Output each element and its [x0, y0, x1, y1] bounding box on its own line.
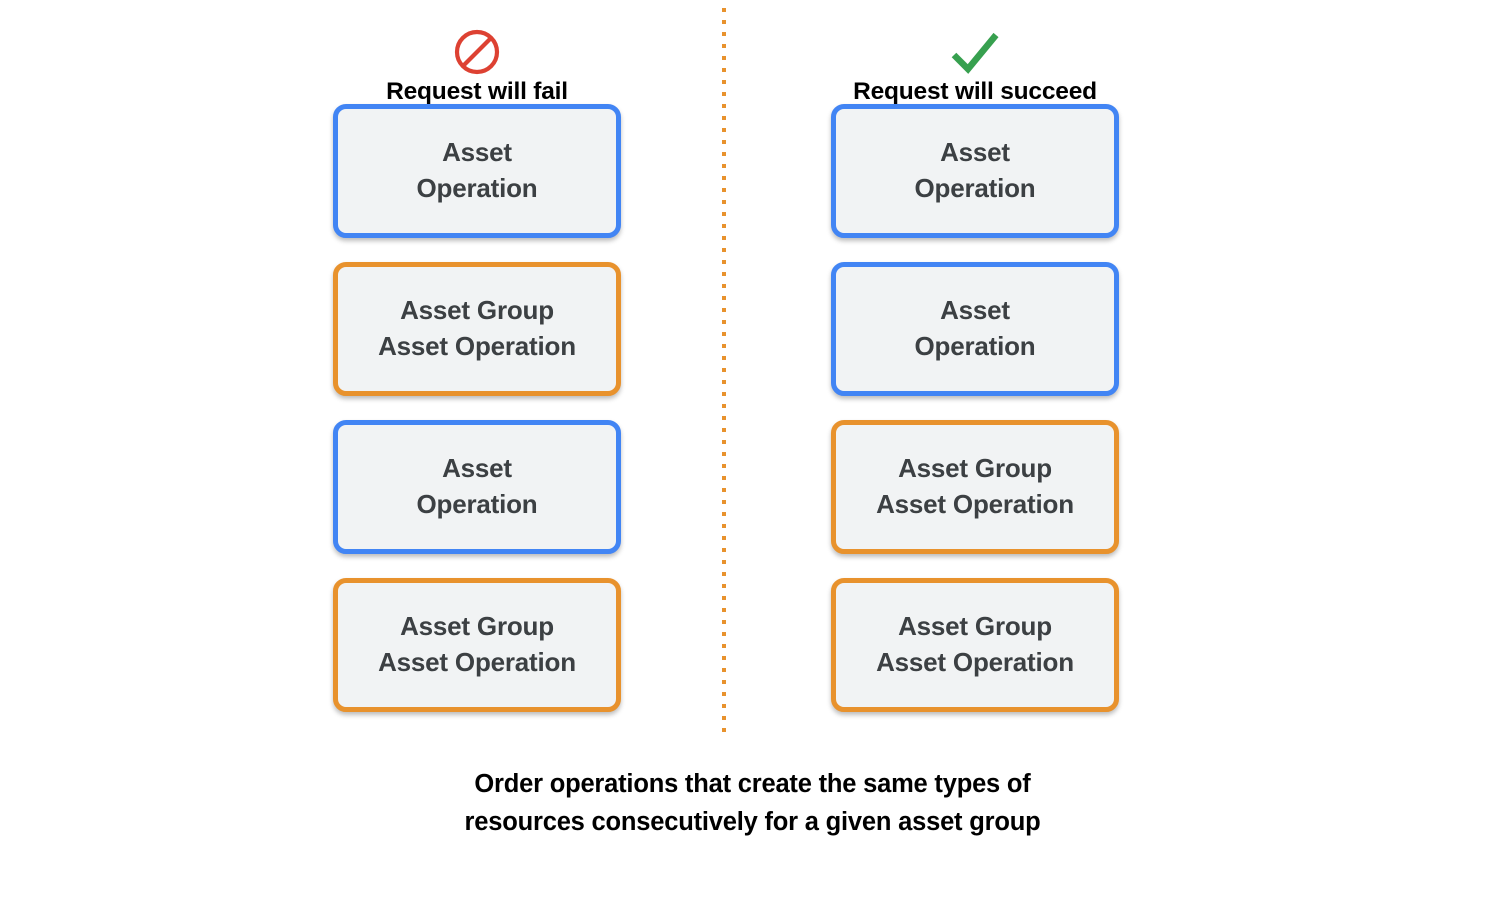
operation-box-label: Asset Operation: [914, 295, 1036, 361]
column-request-will-fail: Request will fail Asset Operation Asset …: [317, 0, 637, 712]
operation-box[interactable]: Asset Group Asset Operation: [831, 578, 1119, 712]
operation-box-label: Asset Operation: [914, 137, 1036, 203]
operation-box[interactable]: Asset Group Asset Operation: [333, 262, 621, 396]
column-request-will-succeed: Request will succeed Asset Operation Ass…: [815, 0, 1135, 712]
box-stack-succeed: Asset Operation Asset Operation Asset Gr…: [815, 104, 1135, 712]
operation-box[interactable]: Asset Operation: [333, 104, 621, 238]
prohibition-icon: [449, 26, 505, 78]
operation-box-label: Asset Group Asset Operation: [378, 611, 576, 677]
column-header-label-succeed: Request will succeed: [853, 77, 1097, 105]
operation-box-label: Asset Group Asset Operation: [876, 611, 1074, 677]
operation-box-label: Asset Operation: [416, 453, 538, 519]
operation-box-label: Asset Group Asset Operation: [378, 295, 576, 361]
operation-box[interactable]: Asset Operation: [831, 262, 1119, 396]
operation-box[interactable]: Asset Operation: [333, 420, 621, 554]
operation-box-label: Asset Operation: [416, 137, 538, 203]
box-stack-fail: Asset Operation Asset Group Asset Operat…: [317, 104, 637, 712]
operation-box-label: Asset Group Asset Operation: [876, 453, 1074, 519]
operation-box[interactable]: Asset Operation: [831, 104, 1119, 238]
checkmark-icon: [947, 26, 1003, 78]
diagram-caption: Order operations that create the same ty…: [464, 770, 1041, 837]
column-header-label-fail: Request will fail: [386, 77, 568, 105]
operation-box[interactable]: Asset Group Asset Operation: [831, 420, 1119, 554]
column-header-succeed: Request will succeed: [815, 0, 1135, 104]
column-header-fail: Request will fail: [317, 0, 637, 104]
operation-box[interactable]: Asset Group Asset Operation: [333, 578, 621, 712]
column-divider: [722, 8, 726, 734]
